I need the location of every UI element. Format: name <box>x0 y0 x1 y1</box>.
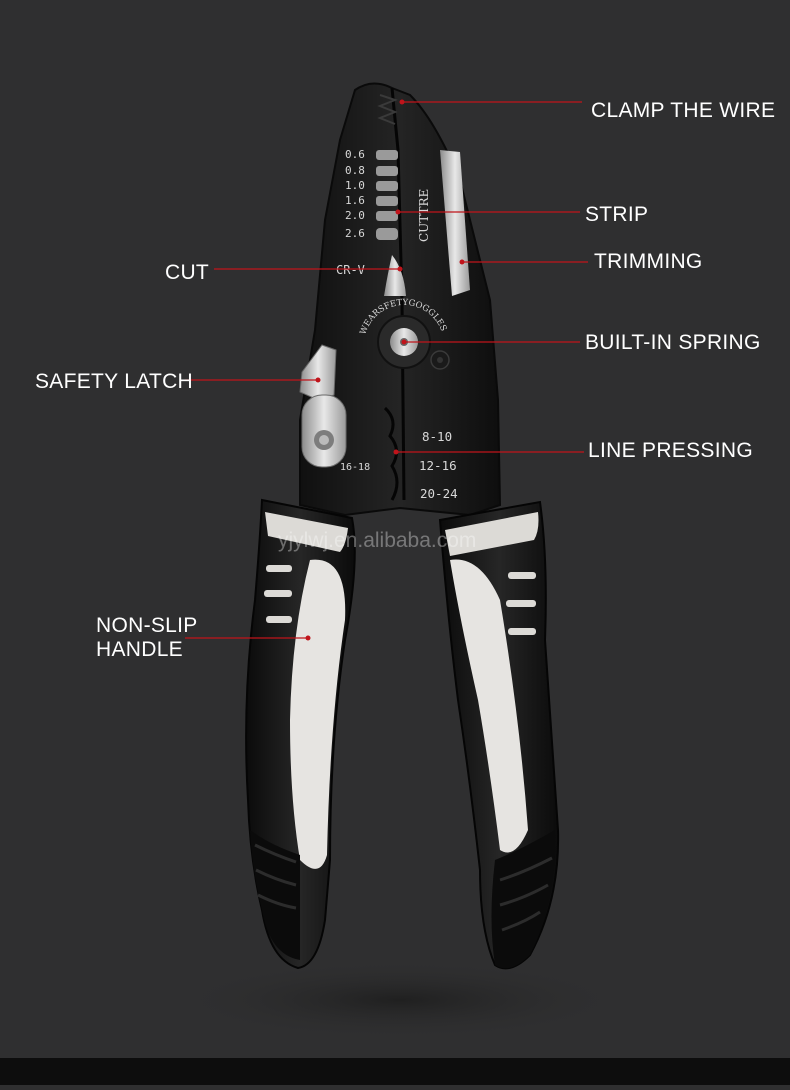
strip-notches <box>376 150 398 240</box>
bottom-bar <box>0 1058 790 1085</box>
gauge-label: 1.0 <box>345 179 365 192</box>
left-handle <box>245 498 356 970</box>
gauge-label: 2.6 <box>345 227 365 240</box>
callout-lines <box>185 99 588 641</box>
trimming-blade <box>440 150 470 296</box>
label-handle-line1: NON-SLIP <box>96 614 198 637</box>
label-trimming: TRIMMING <box>594 250 703 273</box>
cut-blade <box>384 255 406 296</box>
crimp-label: 8-10 <box>422 429 452 444</box>
gauge-label: 0.6 <box>345 148 365 161</box>
safety-latch <box>299 344 347 468</box>
gauge-labels: 0.6 0.8 1.0 1.6 2.0 2.6 <box>345 148 365 240</box>
gauge-label: 0.8 <box>345 164 365 177</box>
gauge-label: 1.6 <box>345 194 365 207</box>
crimp-label: 12-16 <box>419 458 457 473</box>
plier-head: 0.6 0.8 1.0 1.6 2.0 2.6 CUTTRE CR-V WEAR… <box>299 82 502 517</box>
crimp-label: 20-24 <box>420 486 458 501</box>
label-non-slip-handle: NON-SLIP HANDLE <box>96 614 198 662</box>
label-strip: STRIP <box>585 203 649 226</box>
gauge-label: 2.0 <box>345 209 365 222</box>
label-safety-latch: SAFETY LATCH <box>35 370 194 393</box>
label-line-pressing: LINE PRESSING <box>588 439 753 462</box>
watermark: yjylwj.en.alibaba.com <box>278 529 477 552</box>
crimp-labels: 8-10 12-16 20-24 16-18 <box>340 429 458 501</box>
right-handle <box>438 500 560 970</box>
crimp-label: 16-18 <box>340 462 370 473</box>
material-engraving: CR-V <box>336 263 365 277</box>
floor-shadow <box>170 960 630 1040</box>
label-clamp-the-wire: CLAMP THE WIRE <box>591 99 776 122</box>
label-handle-line2: HANDLE <box>96 638 183 661</box>
label-built-in-spring: BUILT-IN SPRING <box>585 331 761 354</box>
cutter-engraving: CUTTRE <box>417 189 431 242</box>
label-cut: CUT <box>165 261 210 284</box>
